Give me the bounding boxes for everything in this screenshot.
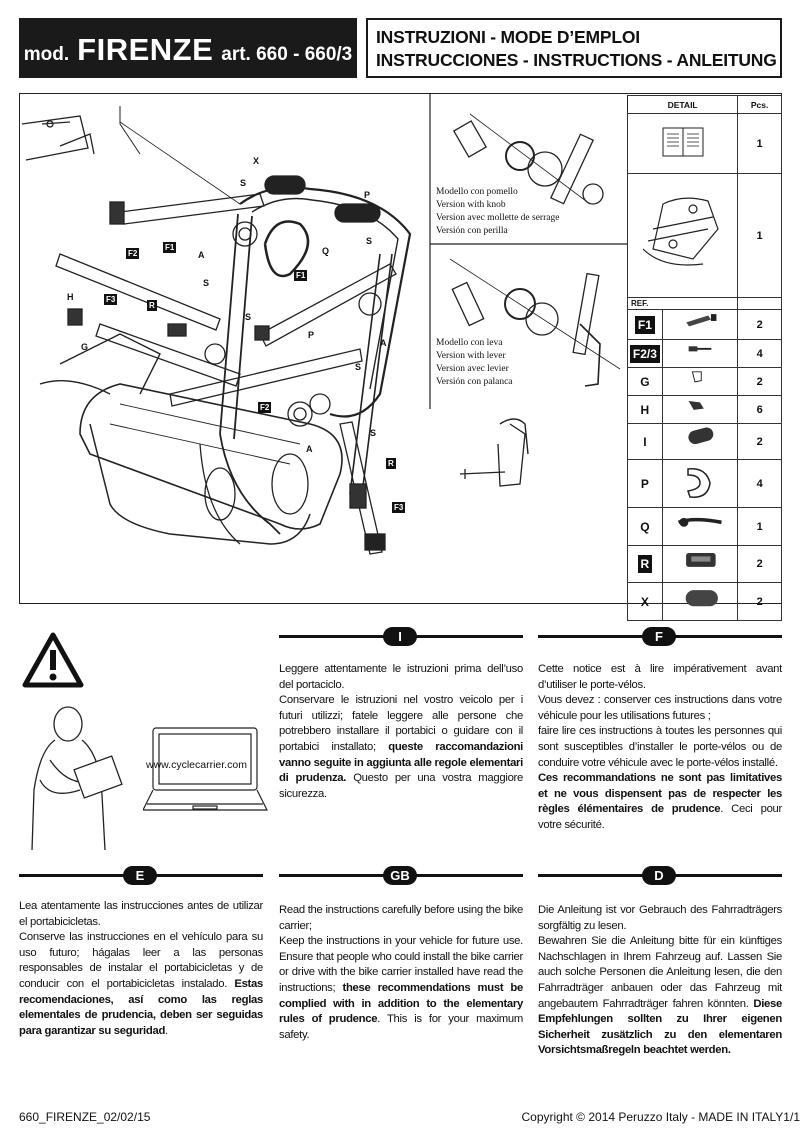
part-ref: I [643, 434, 647, 449]
copyright-notice: Copyright © 2014 Peruzzo Italy - MADE IN… [521, 1110, 800, 1124]
lever-version-caption: Modello con leva Version with lever Vers… [436, 338, 513, 387]
section-d-text: Die Anleitung ist vor Gebrauch des Fahrr… [538, 904, 782, 1057]
instruction-manual-icon [626, 113, 739, 174]
model-title-box: mod. FIRENZE art. 660 - 660/3 [19, 18, 357, 78]
assembly-diagram: X S P F1 F2 A Q S F1 H F3 R S S G P A S … [19, 93, 782, 604]
label-s: S [245, 312, 252, 322]
label-a: A [380, 338, 387, 348]
ref-header: REF. [626, 297, 739, 310]
label-f3: F3 [104, 294, 118, 305]
label-f1: F1 [294, 270, 308, 281]
part-pcs: 4 [737, 459, 782, 508]
part-row: F1 2 [627, 309, 782, 340]
part-row: F2/3 4 [627, 339, 782, 368]
detail-header: DETAIL [626, 95, 739, 114]
reading-man-illustration-icon [31, 706, 123, 850]
label-g: G [81, 342, 89, 352]
model-name: FIRENZE [77, 32, 214, 67]
part-pcs: 2 [737, 582, 782, 621]
label-p: P [364, 190, 371, 200]
part-illustration-icon [661, 309, 739, 340]
label-p: P [308, 330, 315, 340]
section-gb-badge: GB [383, 866, 417, 885]
part-ref: Q [640, 519, 650, 534]
label-f2: F2 [258, 402, 272, 413]
label-s: S [240, 178, 247, 188]
label-s: S [203, 278, 210, 288]
article-number: art. 660 - 660/3 [221, 44, 353, 65]
label-f3: F3 [392, 502, 406, 513]
part-illustration-icon [661, 459, 739, 508]
part-illustration-icon [661, 367, 739, 396]
label-s: S [366, 236, 373, 246]
part-illustration-icon [661, 545, 739, 583]
label-r: R [386, 458, 396, 469]
section-i-text: Leggere attentamente le istruzioni prima… [279, 663, 524, 800]
part-illustration-icon [661, 423, 739, 460]
label-f2: F2 [126, 248, 140, 259]
carrier-pcs: 1 [737, 173, 782, 298]
section-f-badge: F [642, 627, 676, 646]
part-illustration-icon [661, 582, 739, 621]
knob-version-caption: Modello con pomello Version with knob Ve… [436, 187, 560, 236]
section-gb-text: Read the instructions carefully before u… [279, 904, 523, 1041]
label-x: X [253, 156, 260, 166]
label-h: H [67, 292, 74, 302]
part-ref: P [640, 476, 649, 491]
document-code: 660_FIRENZE_02/02/15 [19, 1110, 151, 1124]
part-illustration-icon [661, 395, 739, 424]
warning-triangle-icon [22, 632, 84, 688]
title-line-2: INSTRUCCIONES - INSTRUCTIONS - ANLEITUNG [376, 50, 777, 70]
website-url[interactable]: www.cyclecarrier.com [146, 759, 247, 771]
label-s: S [355, 362, 362, 372]
part-pcs: 2 [737, 367, 782, 396]
section-e-badge: E [123, 866, 157, 885]
part-illustration-icon [661, 339, 739, 368]
section-e-text: Lea atentamente las instrucciones antes … [19, 900, 263, 1037]
bike-carrier-exploded-view [21, 94, 628, 555]
laptop-icon [143, 727, 268, 811]
part-pcs: 1 [737, 507, 782, 546]
instructions-title-box: INSTRUZIONI - MODE D’EMPLOI INSTRUCCIONE… [366, 18, 782, 78]
manual-pcs: 1 [737, 113, 782, 174]
label-a: A [198, 250, 205, 260]
section-f-text: Cette notice est à lire impérativement a… [538, 663, 782, 831]
part-illustration-icon [661, 507, 739, 546]
part-ref: G [640, 374, 650, 389]
part-ref: F1 [634, 315, 655, 334]
label-q: Q [322, 246, 330, 256]
label-f1: F1 [163, 242, 177, 253]
bike-carrier-thumbnail-icon [626, 173, 739, 298]
part-ref: X [640, 594, 649, 609]
label-r: R [147, 300, 157, 311]
part-ref: H [640, 402, 650, 417]
label-s: S [370, 428, 377, 438]
label-a: A [306, 444, 313, 454]
section-d-badge: D [642, 866, 676, 885]
part-pcs: 6 [737, 395, 782, 424]
part-ref: F2/3 [629, 344, 660, 363]
part-pcs: 4 [737, 339, 782, 368]
part-pcs: 2 [737, 545, 782, 583]
part-pcs: 2 [737, 423, 782, 460]
mod-prefix: mod. [23, 44, 70, 65]
section-i-badge: I [383, 627, 417, 646]
part-pcs: 2 [737, 309, 782, 340]
pcs-header: Pcs. [737, 95, 782, 114]
part-ref: R [637, 555, 653, 573]
title-line-1: INSTRUZIONI - MODE D’EMPLOI [376, 27, 640, 47]
